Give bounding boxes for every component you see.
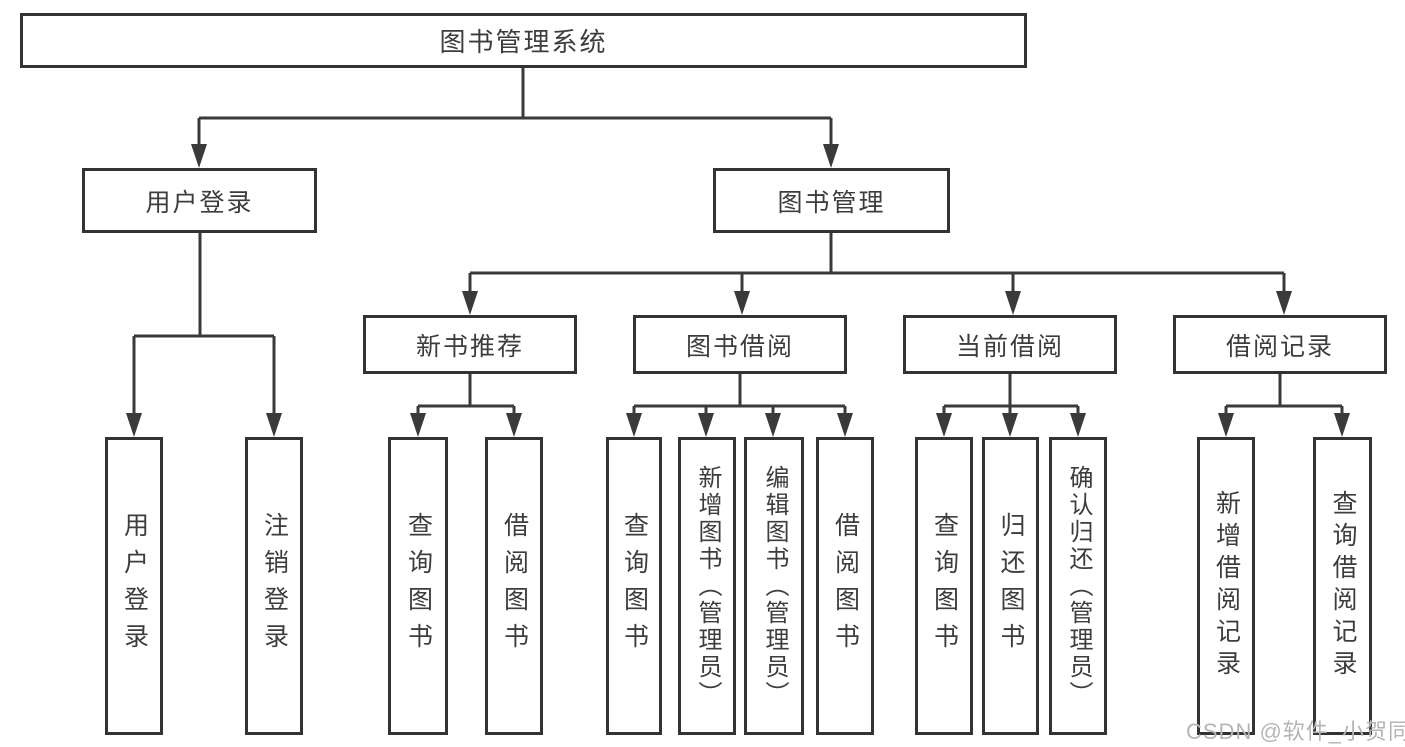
leaf-label: 注销登录 (260, 512, 289, 660)
arrowhead (765, 413, 781, 437)
leaf-label: 用户登录 (120, 512, 149, 660)
leaf-label: 新增借阅记录 (1212, 490, 1241, 682)
arrowhead (734, 291, 750, 315)
node-user-login: 用户登录 (82, 168, 317, 233)
leaf-label: 查询借阅记录 (1329, 490, 1357, 682)
leaf-logout: 注销登录 (245, 437, 303, 735)
arrowhead (126, 413, 142, 437)
arrowhead (191, 144, 207, 168)
arrowhead (462, 291, 478, 315)
csdn-watermark: CSDN @软件_小贺同学 (1186, 719, 1405, 744)
leaf-label: 借阅图书 (500, 512, 529, 660)
leaf-label: 查询图书 (620, 512, 649, 660)
leaf-label: 编辑图书（管理员） (761, 464, 788, 708)
node-new-book-recommend: 新书推荐 (363, 315, 577, 374)
leaf-user-login: 用户登录 (105, 437, 163, 735)
arrowhead (936, 413, 952, 437)
arrowhead (626, 413, 642, 437)
leaf-label: 查询图书 (404, 512, 433, 660)
leaf-query-books-under-book-borrowing: 查询图书 (606, 437, 662, 735)
leaf-label: 确认归还（管理员） (1065, 464, 1092, 708)
arrowhead (1005, 291, 1021, 315)
arrowhead (1070, 413, 1086, 437)
leaf-query-borrow-record: 查询借阅记录 (1313, 437, 1372, 735)
leaf-add-borrow-record: 新增借阅记录 (1197, 437, 1255, 735)
node-current-borrowing: 当前借阅 (903, 315, 1117, 374)
node-book-management: 图书管理 (713, 168, 950, 233)
arrowhead (1334, 413, 1350, 437)
leaf-add-books-admin: 新增图书（管理员） (678, 437, 736, 735)
leaf-confirm-return-admin: 确认归还（管理员） (1049, 437, 1107, 735)
arrowhead (266, 413, 282, 437)
leaf-label: 查询图书 (930, 512, 959, 660)
arrowhead (506, 413, 522, 437)
leaf-label: 新增图书（管理员） (694, 464, 721, 708)
leaf-edit-books-admin: 编辑图书（管理员） (744, 437, 804, 735)
node-book-borrowing: 图书借阅 (633, 315, 847, 374)
node-library-management-system: 图书管理系统 (20, 13, 1027, 68)
leaf-label: 借阅图书 (831, 512, 860, 660)
arrowhead (823, 144, 839, 168)
leaf-borrow-books-under-book-borrowing: 借阅图书 (816, 437, 874, 735)
arrowhead (1218, 413, 1234, 437)
arrowhead (1002, 413, 1018, 437)
arrowhead (837, 413, 853, 437)
leaf-label: 归还图书 (997, 512, 1025, 660)
leaf-query-books-under-new-book: 查询图书 (388, 437, 448, 735)
arrowhead (410, 413, 426, 437)
leaf-query-books-under-current-borrowing: 查询图书 (915, 437, 973, 735)
arrowhead (1276, 291, 1292, 315)
leaf-borrow-books-under-new-book: 借阅图书 (485, 437, 543, 735)
arrowhead (698, 413, 714, 437)
node-borrowing-records: 借阅记录 (1173, 315, 1387, 374)
leaf-return-books: 归还图书 (982, 437, 1039, 735)
